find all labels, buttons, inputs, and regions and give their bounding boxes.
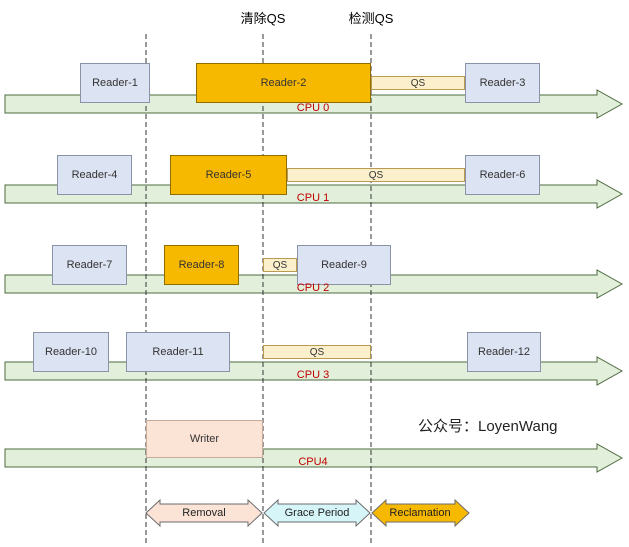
reader-block-active: Reader-5 <box>170 155 287 195</box>
reader-block: Reader-9 <box>297 245 391 285</box>
reader-block: Reader-6 <box>465 155 540 195</box>
reader-block: Reader-1 <box>80 63 150 103</box>
grace-period-phase-arrow <box>263 498 371 528</box>
reader-block: Reader-3 <box>465 63 540 103</box>
reader-block: Reader-12 <box>467 332 541 372</box>
reader-block: Reader-11 <box>126 332 230 372</box>
qs-block: QS <box>371 76 465 90</box>
reader-block: Reader-7 <box>52 245 127 285</box>
removal-phase-arrow <box>145 498 263 528</box>
qs-block: QS <box>263 258 297 272</box>
cpu-label: CPU 0 <box>296 102 330 114</box>
reader-block: Reader-4 <box>57 155 132 195</box>
writer-block: Writer <box>146 420 263 458</box>
removal-phase-label: Removal <box>182 507 226 519</box>
cpu-label: CPU 2 <box>296 282 330 294</box>
reader-block-active: Reader-8 <box>164 245 239 285</box>
qs-block: QS <box>263 345 371 359</box>
qs-block: QS <box>287 168 465 182</box>
reader-block-active: Reader-2 <box>196 63 371 103</box>
reclamation-phase-arrow <box>371 498 470 528</box>
clear-qs-label: 清除QS <box>240 11 286 26</box>
detect-qs-label: 检测QS <box>348 11 394 26</box>
cpu-label: CPU 3 <box>296 369 330 381</box>
reclamation-phase-label: Reclamation <box>389 507 451 519</box>
watermark-text: 公众号：LoyenWang <box>418 418 558 435</box>
grace-period-phase-label: Grace Period <box>284 507 350 519</box>
cpu-label: CPU 1 <box>296 192 330 204</box>
cpu-label: CPU4 <box>298 456 328 468</box>
reader-block: Reader-10 <box>33 332 109 372</box>
